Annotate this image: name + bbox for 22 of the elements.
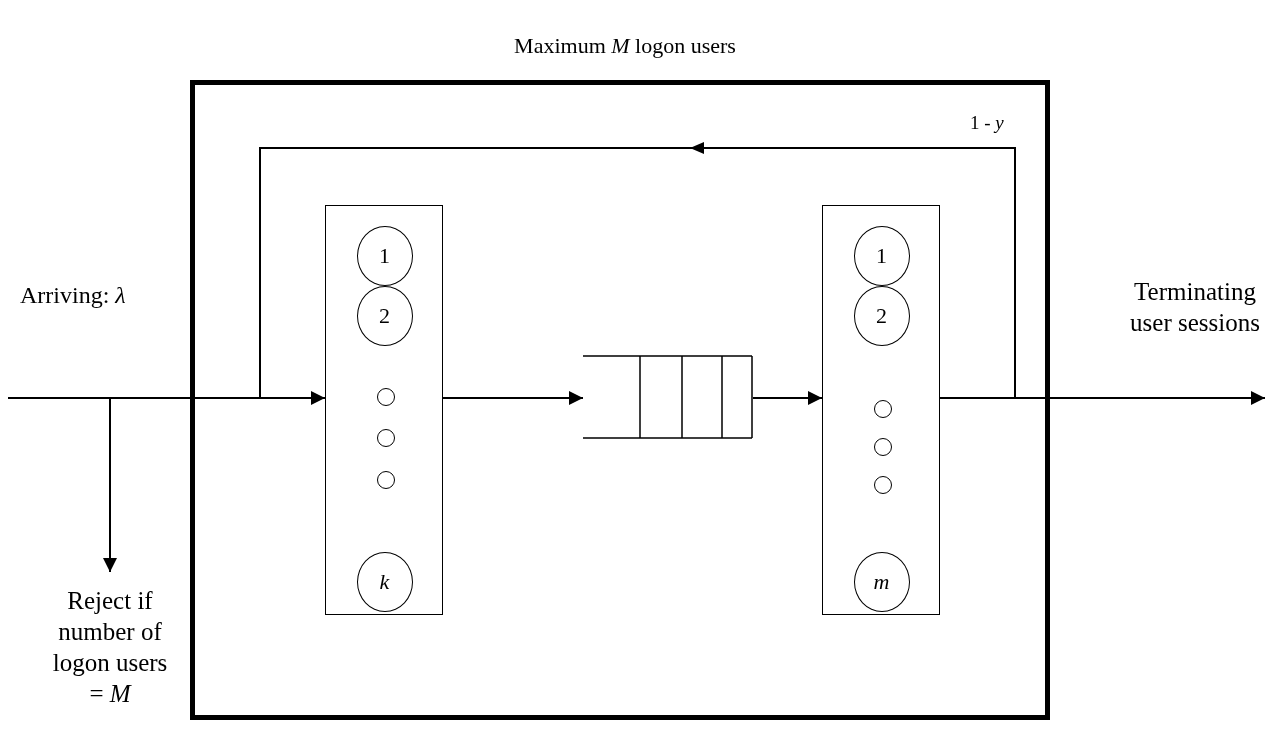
label-text: Reject if number of logon users = M [52,585,168,710]
ellipsis-dot [873,475,892,494]
ellipsis-dot [873,399,892,418]
ellipsis-dot [873,437,892,456]
arrow [259,142,1016,399]
arrow [752,391,823,405]
server-column [822,205,940,615]
server-number: 2 [876,301,887,330]
label-text: Terminating user sessions [1129,276,1261,338]
server-number: m [873,567,890,596]
server-number: 2 [379,301,390,330]
server-number: 1 [876,241,887,270]
arrow [442,391,584,405]
system-title: Maximum M logon users [513,33,737,60]
ellipsis-dot [376,428,395,447]
server-number: k [379,567,390,596]
server-number: 1 [379,241,390,270]
server-column [325,205,443,615]
arrow [103,397,117,573]
ellipsis-dot [376,470,395,489]
ellipsis-dot [376,387,395,406]
queue-buffer [583,355,753,439]
